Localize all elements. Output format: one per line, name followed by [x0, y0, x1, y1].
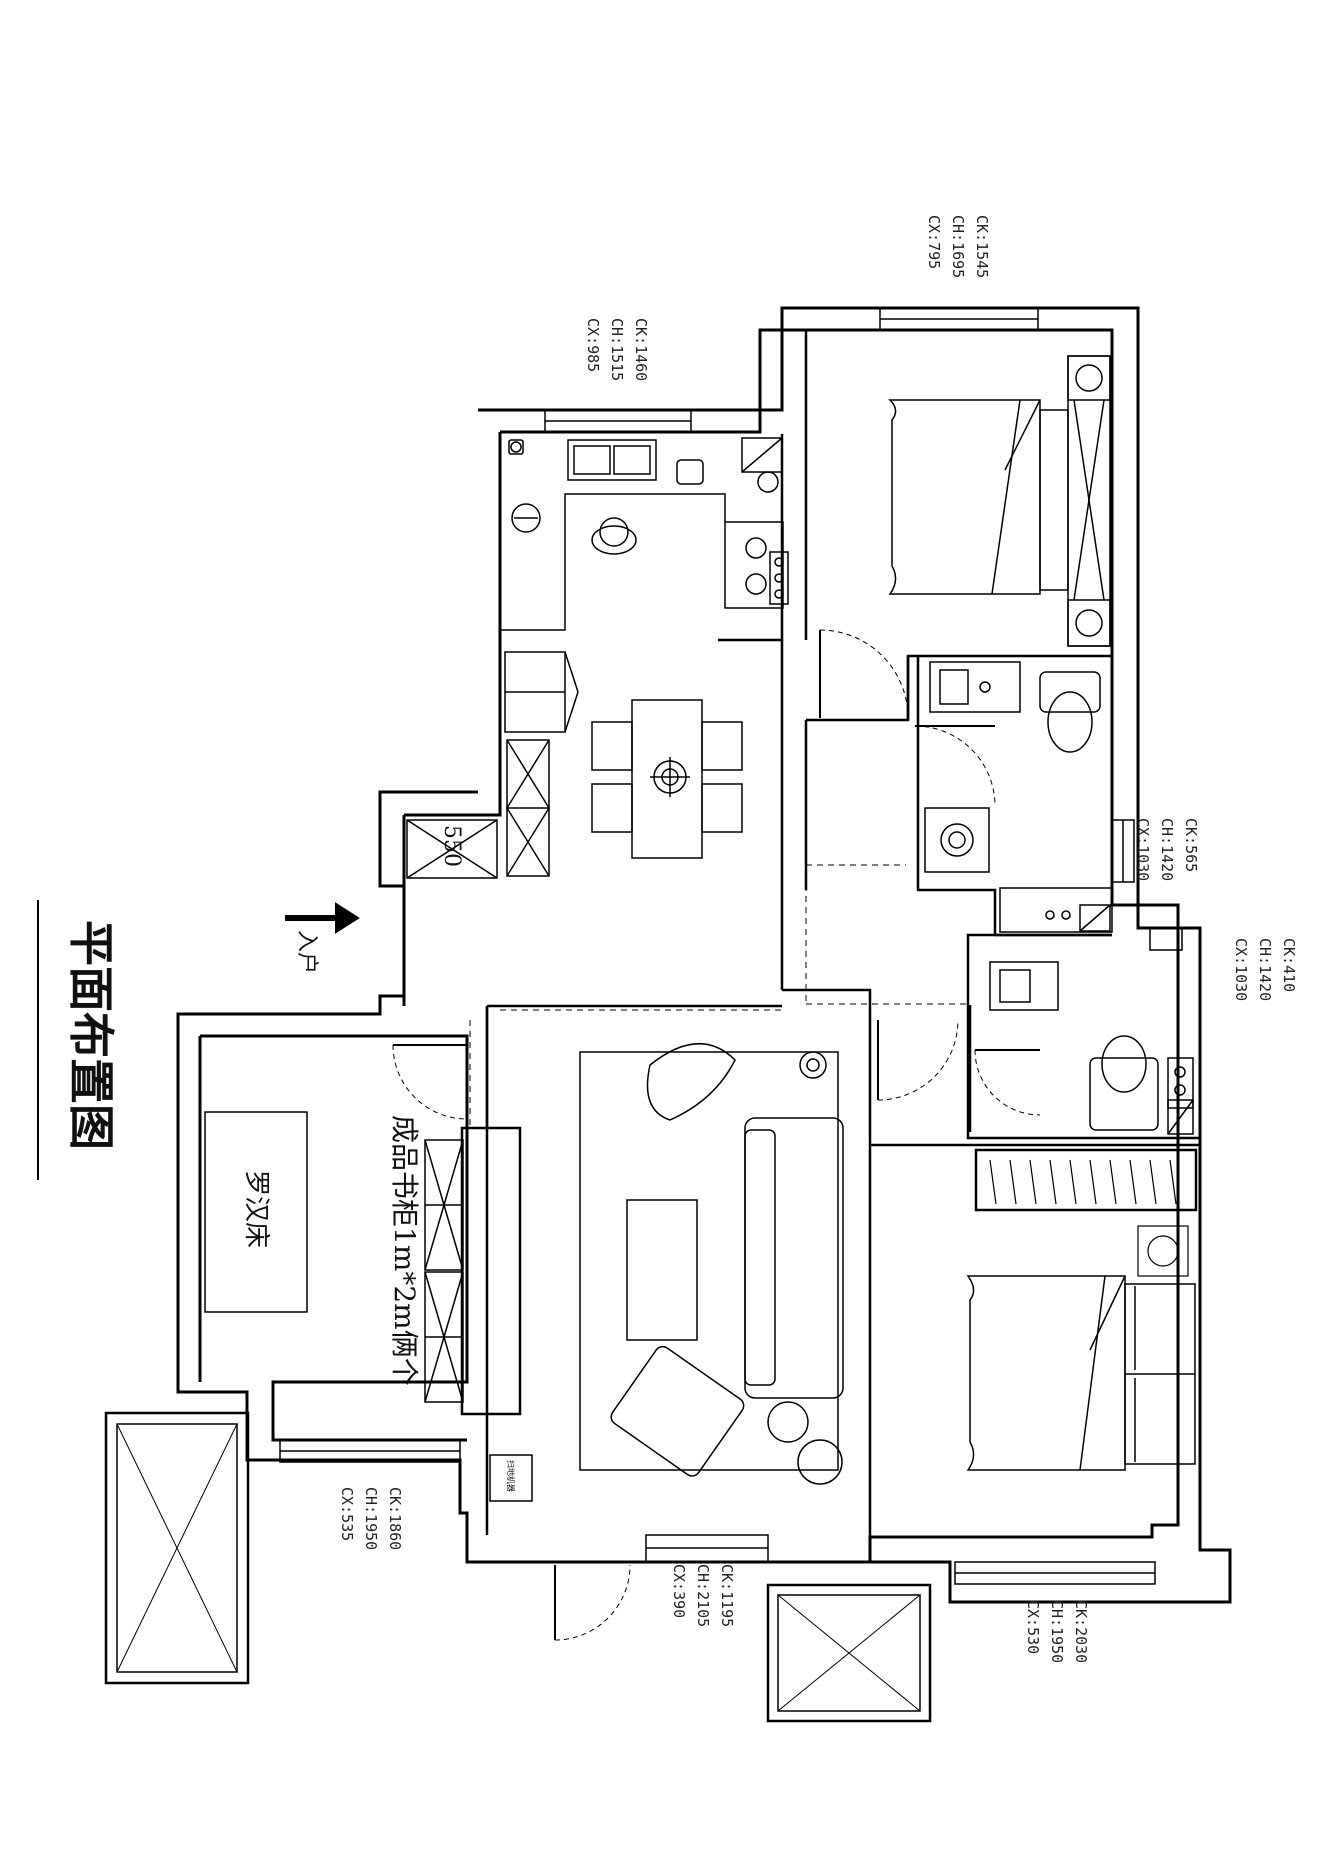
window-spec-kitchen: CK:1460 CH:1515 CX:985	[584, 318, 650, 381]
passage-lines	[403, 720, 970, 1130]
wardrobe	[989, 1159, 1189, 1277]
entry-cabinet	[406, 739, 550, 879]
svg-text:CK:2030: CK:2030	[1072, 1600, 1090, 1663]
window-spec-second-bedroom: CK:2030 CH:1950 CX:530	[1024, 1600, 1090, 1663]
svg-text:CH:1950: CH:1950	[1048, 1600, 1066, 1663]
cabinet-depth-label: 550	[439, 825, 464, 867]
svg-text:CK:1195: CK:1195	[718, 1564, 736, 1627]
svg-text:CX:390: CX:390	[670, 1564, 688, 1618]
window-spec-bath2: CK:410 CH:1420 CX:1030	[1232, 938, 1298, 1001]
svg-text:CK:565: CK:565	[1182, 818, 1200, 872]
outer-walls	[176, 306, 1232, 1604]
svg-text:CX:535: CX:535	[338, 1487, 356, 1541]
svg-text:CH:1950: CH:1950	[362, 1487, 380, 1550]
study-furniture	[204, 1111, 464, 1403]
svg-text:CH:2105: CH:2105	[694, 1564, 712, 1627]
svg-text:CX:1030: CX:1030	[1232, 938, 1250, 1001]
master-bed	[888, 355, 1111, 647]
svg-text:CH:1695: CH:1695	[949, 215, 967, 278]
window-spec-living: CK:1195 CH:2105 CX:390	[670, 1564, 736, 1627]
doors	[392, 629, 1041, 1641]
svg-text:CK:1545: CK:1545	[973, 215, 991, 278]
svg-text:CH:1515: CH:1515	[608, 318, 626, 381]
svg-text:CK:1860: CK:1860	[386, 1487, 404, 1550]
svg-text:CK:1460: CK:1460	[632, 318, 650, 381]
kitchen	[500, 437, 789, 733]
svg-text:CX:795: CX:795	[925, 215, 943, 269]
interior-walls	[460, 330, 1200, 1537]
second-bed	[966, 1275, 1196, 1471]
svg-text:CH:1420: CH:1420	[1256, 938, 1274, 1001]
balcony-right	[766, 1583, 932, 1723]
entrance-label: 入户	[294, 930, 319, 974]
study-bed-label: 罗汉床	[241, 1170, 271, 1248]
windows	[279, 307, 1183, 1585]
robot-label: 扫地机器	[506, 1460, 516, 1492]
balcony-left	[104, 1411, 250, 1685]
bathroom-2	[989, 961, 1194, 1135]
svg-text:CX:530: CX:530	[1024, 1600, 1042, 1654]
svg-text:CX:985: CX:985	[584, 318, 602, 372]
bookcase-label: 成品书柜1m*2m俩个	[388, 1115, 421, 1386]
svg-text:CK:410: CK:410	[1280, 938, 1298, 992]
bathroom-1	[924, 661, 1113, 933]
entry-arrow-icon	[285, 902, 360, 934]
window-spec-study: CK:1860 CH:1950 CX:535	[338, 1487, 404, 1550]
svg-text:CX:1030: CX:1030	[1134, 818, 1152, 881]
dining-table	[591, 699, 743, 859]
svg-text:CH:1420: CH:1420	[1158, 818, 1176, 881]
window-spec-bath1: CK:565 CH:1420 CX:1030	[1134, 818, 1200, 881]
window-spec-master: CK:1545 CH:1695 CX:795	[925, 215, 991, 278]
living-furniture	[489, 1042, 844, 1502]
plan-title: 平面布置图	[64, 920, 118, 1150]
